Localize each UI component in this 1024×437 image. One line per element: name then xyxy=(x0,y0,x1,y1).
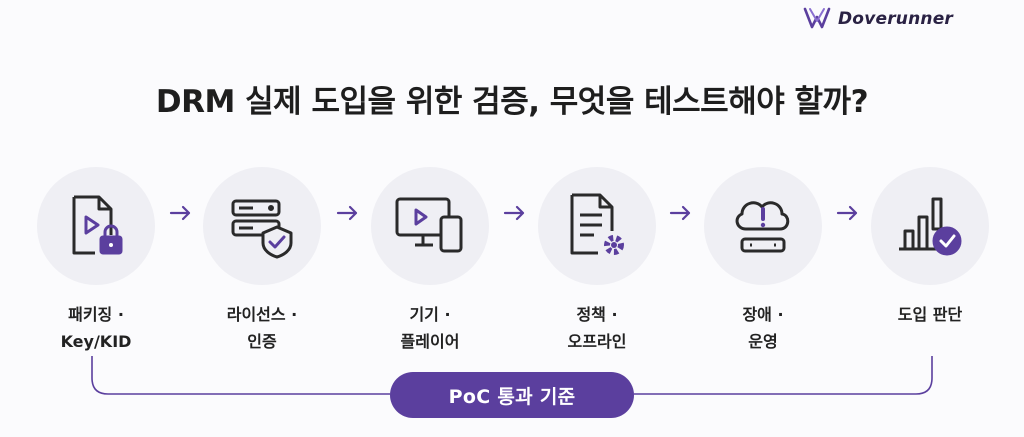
step-label-line1: 패키징 · xyxy=(68,305,124,324)
step-label-line2: 오프라인 xyxy=(567,332,627,351)
arrow-right-icon xyxy=(669,205,691,221)
step-icon-circle xyxy=(371,167,489,285)
brand-name: Doverunner xyxy=(838,9,954,29)
step-label: 패키징 · Key/KID xyxy=(61,301,132,355)
step-label-line1: 정책 · xyxy=(576,305,618,324)
step-label-line2: 플레이어 xyxy=(400,332,460,351)
step-label: 기기 · 플레이어 xyxy=(401,301,460,355)
step-icon-circle xyxy=(203,167,321,285)
brand-logo: Doverunner xyxy=(802,3,953,35)
step-label-line1: 기기 · xyxy=(409,305,451,324)
step-decision: 도입 판단 xyxy=(855,167,1005,328)
page-title: DRM 실제 도입을 위한 검증, 무엇을 테스트해야 할까? xyxy=(155,84,869,120)
step-label-line2: 운영 xyxy=(748,332,778,351)
step-policy: 정책 · 오프라인 xyxy=(522,167,672,355)
step-label-line2: 인증 xyxy=(247,332,277,351)
step-operations: 장애 · 운영 xyxy=(688,167,838,355)
step-icon-circle xyxy=(37,167,155,285)
arrow-right-icon xyxy=(336,205,358,221)
step-label-line2: Key/KID xyxy=(60,332,132,351)
step-icon-circle xyxy=(871,167,989,285)
bar-chart-check-icon xyxy=(899,197,962,256)
step-label: 장애 · 운영 xyxy=(742,301,783,355)
step-label: 도입 판단 xyxy=(898,301,962,328)
document-gear-icon xyxy=(570,193,624,255)
step-devices: 기기 · 플레이어 xyxy=(355,167,505,355)
step-label-line1: 장애 · xyxy=(742,305,784,324)
step-icon-circle xyxy=(704,167,822,285)
step-label: 정책 · 오프라인 xyxy=(568,301,627,355)
step-label-line1: 도입 판단 xyxy=(897,305,963,324)
step-license: 라이선스 · 인증 xyxy=(187,167,337,355)
server-shield-icon xyxy=(231,199,293,259)
step-icon-circle xyxy=(538,167,656,285)
arrow-right-icon xyxy=(503,205,525,221)
devices-icon xyxy=(395,197,463,253)
video-file-lock-icon xyxy=(72,195,123,255)
arrow-right-icon xyxy=(169,205,191,221)
brand-mark-icon xyxy=(803,7,831,29)
step-packaging: 패키징 · Key/KID xyxy=(21,167,171,355)
step-label-line1: 라이선스 · xyxy=(226,305,298,324)
cloud-alert-server-icon xyxy=(735,201,790,253)
arrow-right-icon xyxy=(836,205,858,221)
step-label: 라이선스 · 인증 xyxy=(227,301,298,355)
poc-criteria-pill: PoC 통과 기준 xyxy=(390,372,634,418)
